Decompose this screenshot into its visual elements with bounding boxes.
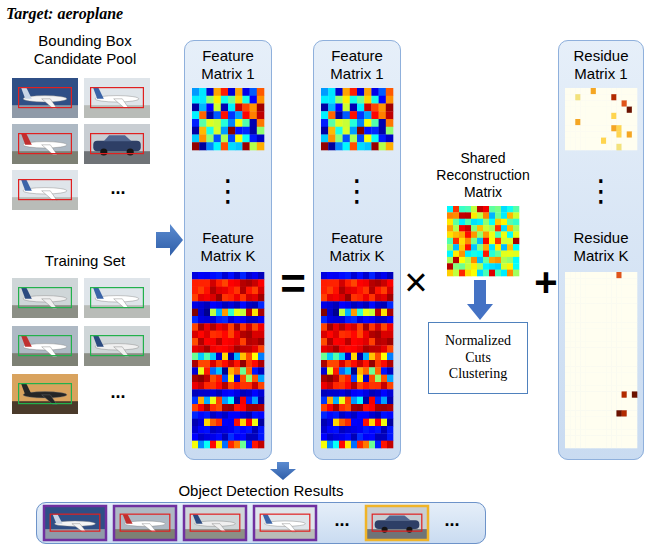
- ellipsis: ...: [96, 382, 140, 404]
- node-label: Feature Matrix K: [314, 229, 400, 265]
- text-slot: +: [531, 258, 561, 306]
- text-slot: Object Detection Results: [37, 482, 485, 500]
- photo-thumbnail: [12, 278, 78, 318]
- photo-thumbnail: [84, 326, 150, 366]
- text-slot: Bounding Box Candidate Pool: [22, 32, 148, 68]
- node-label: Residue Matrix 1: [559, 47, 643, 83]
- node-label: Normalized Cuts Clustering: [437, 333, 519, 383]
- vertical-ellipsis: ⋮: [314, 173, 400, 209]
- text-slot: Feature Matrix 1: [185, 47, 271, 83]
- text-slot: ...: [96, 382, 140, 404]
- text-slot: Feature Matrix K: [185, 229, 271, 265]
- results-band: Object Detection Results: [36, 502, 486, 544]
- panel-fill: [558, 40, 644, 460]
- heatmap: [565, 272, 637, 448]
- operator: ×: [401, 258, 431, 306]
- matrix-column: Feature Matrix 1 ⋮ Feature Matrix K: [313, 40, 401, 460]
- text-slot: Residue Matrix K: [559, 229, 643, 265]
- photo-thumbnail: [84, 124, 150, 164]
- shared-matrix: Shared Reconstruction Matrix: [432, 150, 534, 278]
- clustering-box: Normalized Cuts Clustering: [428, 322, 528, 394]
- text-slot: ×: [401, 258, 431, 306]
- node-label: Shared Reconstruction Matrix: [432, 150, 534, 200]
- operator: +: [531, 258, 561, 306]
- photo-thumbnail: [12, 124, 78, 164]
- heatmap: [565, 88, 637, 150]
- group-heading: Bounding Box Candidate Pool: [22, 32, 148, 68]
- node-label: Feature Matrix K: [185, 229, 271, 265]
- photo-thumbnail: [366, 506, 428, 540]
- operator: =: [278, 258, 308, 311]
- panel-fill: [36, 502, 486, 544]
- vertical-ellipsis: ⋮: [559, 173, 643, 209]
- photo-thumbnail: [12, 326, 78, 366]
- text-slot: Normalized Cuts Clustering: [429, 333, 527, 383]
- matrix-column: Residue Matrix 1 ⋮ Residue Matrix K: [558, 40, 644, 460]
- text-slot: Shared Reconstruction Matrix: [432, 150, 534, 200]
- matrix-column: Feature Matrix 1 ⋮ Feature Matrix K: [184, 40, 272, 460]
- node-label: Feature Matrix 1: [185, 47, 271, 83]
- text-slot: Residue Matrix 1: [559, 47, 643, 83]
- text-slot: Feature Matrix 1: [314, 47, 400, 83]
- heatmap: [192, 88, 264, 150]
- block-arrow: [156, 224, 183, 256]
- photo-thumbnail: [44, 506, 106, 540]
- photo-thumbnail: [184, 506, 246, 540]
- text-slot: Training Set: [22, 252, 148, 270]
- text-slot: ⋮: [314, 173, 400, 209]
- text-slot: ...: [322, 510, 362, 532]
- node-label: Feature Matrix 1: [314, 47, 400, 83]
- photo-thumbnail: [254, 506, 316, 540]
- node-label: Object Detection Results: [37, 482, 485, 500]
- text-slot: ...: [432, 510, 472, 532]
- text-slot: Feature Matrix K: [314, 229, 400, 265]
- photo-thumbnail: [114, 506, 176, 540]
- photo-thumbnail: [84, 78, 150, 118]
- heatmap: [321, 88, 393, 150]
- ellipsis: ...: [322, 510, 362, 532]
- text-slot: ⋮: [559, 173, 643, 209]
- ellipsis: ...: [96, 178, 140, 200]
- block-arrow: [270, 462, 296, 480]
- panel-fill: [313, 40, 401, 460]
- heatmap: [321, 272, 393, 448]
- ellipsis: ...: [432, 510, 472, 532]
- node-label: Residue Matrix K: [559, 229, 643, 265]
- heatmap: [192, 272, 264, 448]
- heatmap: [447, 206, 519, 276]
- text-slot: ...: [96, 178, 140, 200]
- text-slot: =: [278, 258, 308, 311]
- panel-fill: [184, 40, 272, 460]
- photo-thumbnail: [12, 78, 78, 118]
- vertical-ellipsis: ⋮: [185, 173, 271, 209]
- text-slot: ⋮: [185, 173, 271, 209]
- photo-thumbnail: [84, 278, 150, 318]
- figure-title: Target: aeroplane: [6, 4, 226, 23]
- flow-arrow: [474, 280, 486, 304]
- text-slot: Target: aeroplane: [6, 4, 226, 23]
- photo-thumbnail: [12, 374, 78, 414]
- photo-thumbnail: [12, 170, 78, 210]
- group-heading: Training Set: [22, 252, 148, 270]
